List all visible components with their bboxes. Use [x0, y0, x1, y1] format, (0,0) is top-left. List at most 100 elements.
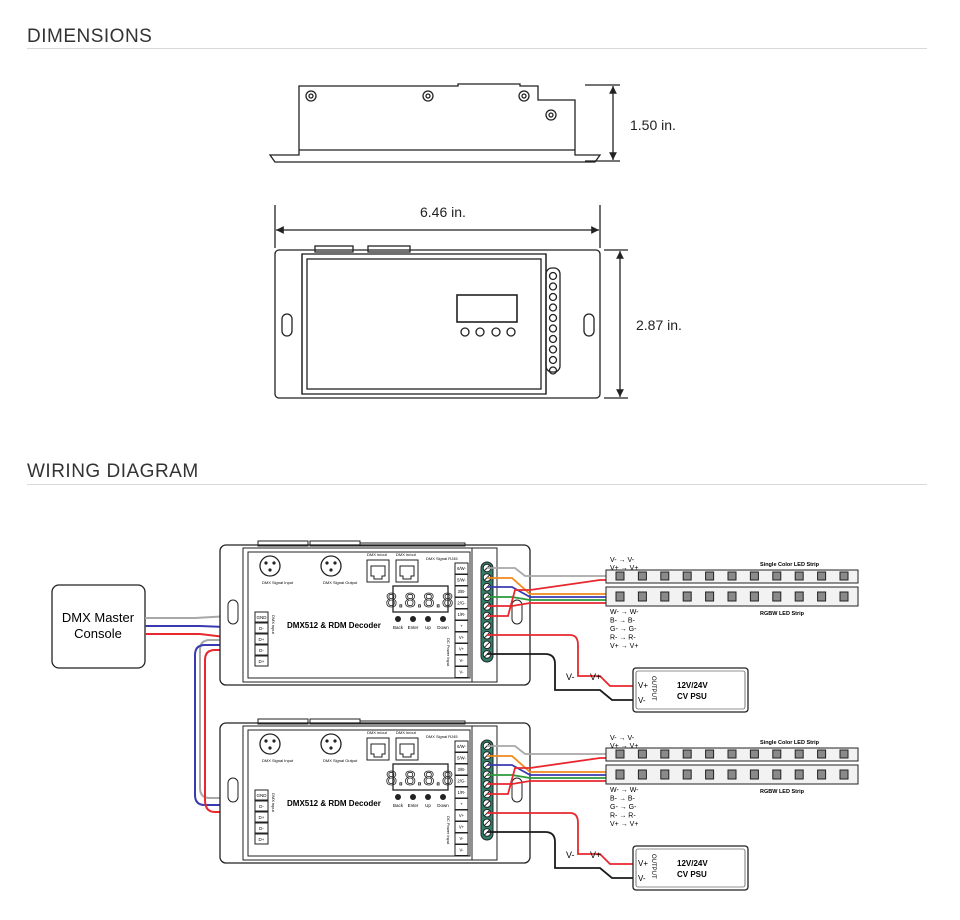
- section-divider: [27, 48, 927, 49]
- wire: [487, 602, 608, 607]
- led-chip: [794, 591, 804, 602]
- rj45-port: [366, 737, 390, 761]
- power-input-label: DC Power Input: [446, 816, 451, 845]
- rj45-label: DMX in/out: [367, 730, 388, 735]
- top-tab: [359, 542, 466, 547]
- wire: [487, 755, 608, 773]
- xlr-label: DMX Signal Input: [262, 758, 294, 763]
- decoder-title: DMX512 & RDM Decoder: [287, 621, 381, 630]
- output-terminal: [454, 844, 469, 856]
- terminal-screw-icon: [548, 282, 558, 291]
- button-label: Down: [437, 803, 449, 808]
- dmx-terminal: [254, 811, 269, 823]
- rj45-label: DMX in/out: [396, 552, 417, 557]
- single-strip-mapping: V+ → V+: [610, 743, 638, 750]
- rgbw-strip-mapping: R- → R-: [610, 813, 636, 820]
- led-chip: [705, 591, 715, 602]
- button-label: Enter: [408, 803, 419, 808]
- terminal-screw-icon: [548, 324, 558, 333]
- led-chip: [637, 591, 647, 602]
- output-terminal-label: 5/W-: [457, 756, 466, 761]
- psu-vminus-label: V-: [638, 874, 646, 883]
- rj45-note: DMX Signal RJ45: [426, 556, 458, 561]
- display-digits: 8.8.8.8: [386, 590, 454, 612]
- xlr-input-connector: [259, 733, 281, 755]
- led-chip: [794, 769, 804, 780]
- button-up: [425, 794, 431, 800]
- led-chip: [817, 591, 827, 602]
- led-chip: [615, 591, 625, 602]
- led-chip: [749, 591, 759, 602]
- xlr-output-connector: [320, 555, 342, 577]
- single-strip-name: Single Color LED Strip: [760, 740, 820, 746]
- output-terminal-label: V+: [459, 647, 465, 652]
- rgbw-strip-mapping: G- → G-: [610, 804, 637, 811]
- output-terminal-label: 5/W-: [457, 578, 466, 583]
- mounting-slot: [227, 599, 239, 625]
- led-chip: [772, 591, 782, 602]
- top-tab: [257, 540, 309, 547]
- led-chip: [615, 749, 625, 759]
- dmx-terminal-caption: DMX input: [271, 793, 276, 813]
- output-terminal-label: V-: [460, 836, 465, 841]
- mounting-slot: [511, 777, 523, 803]
- led-display: [392, 763, 449, 791]
- output-terminal-label: V+: [459, 825, 465, 830]
- led-chip: [660, 749, 670, 759]
- output-terminal-label: V-: [460, 670, 465, 675]
- screw-slot: [484, 622, 490, 629]
- led-chip: [772, 571, 782, 581]
- psu-wire-plus-label: V+: [590, 672, 601, 682]
- power-input-label: DC Power Input: [446, 638, 451, 667]
- output-terminal-label: 1/R-: [458, 612, 467, 617]
- rj45-label: DMX in/out: [367, 552, 388, 557]
- pin: [325, 739, 329, 743]
- top-tab: [257, 718, 309, 725]
- led-chip: [817, 571, 827, 581]
- output-terminal-label: 1/R-: [458, 790, 467, 795]
- led-chip: [615, 571, 625, 581]
- rgbw-strip-mapping: B- → B-: [610, 618, 636, 625]
- height-dimension-label: 1.50 in.: [630, 117, 676, 133]
- decoder-housing: [219, 722, 531, 864]
- wire: [487, 579, 608, 617]
- led-chip: [660, 591, 670, 602]
- led-chip: [839, 749, 849, 759]
- psu-output-label: OUTPUT: [650, 854, 656, 879]
- psu-vminus-label: V-: [638, 696, 646, 705]
- output-terminal-label: V-: [460, 848, 465, 853]
- wire: [487, 780, 608, 785]
- led-chip: [705, 749, 715, 759]
- psu-label-line1: 12V/24V: [677, 681, 708, 690]
- psu-vplus-label: V+: [638, 859, 648, 868]
- led-chip: [839, 591, 849, 602]
- led-chip: [682, 749, 692, 759]
- xlr-label: DMX Signal Output: [323, 758, 358, 763]
- wire: [487, 757, 608, 795]
- button-label: Down: [437, 625, 449, 630]
- psu-vplus-label: V+: [638, 681, 648, 690]
- pin: [272, 739, 276, 743]
- rj45-socket: [370, 565, 386, 580]
- wire: [487, 745, 608, 755]
- display-digits: 8.8.8.8: [386, 768, 454, 790]
- wire: [487, 577, 608, 595]
- terminal-screw-icon: [548, 313, 558, 323]
- button-down: [440, 616, 446, 622]
- led-display: [392, 585, 449, 613]
- terminal-screw-icon: [548, 303, 558, 312]
- dmx-terminal-label: D-: [259, 648, 264, 653]
- button-label: Back: [393, 625, 404, 630]
- output-terminal-label: 2/G-: [457, 779, 466, 784]
- led-chip: [749, 571, 759, 581]
- wire: [487, 586, 608, 598]
- led-chip: [839, 769, 849, 780]
- dmx-terminal: [254, 633, 269, 645]
- rgbw-strip-mapping: B- → B-: [610, 796, 636, 803]
- led-chip: [682, 571, 692, 581]
- decoder-panel-inner: [247, 729, 471, 857]
- led-chip: [682, 591, 692, 602]
- dmx-terminal-label: D+: [259, 659, 265, 664]
- screw-slot: [484, 800, 490, 807]
- decoder-unit-2: DMX Signal Input DMX Signal Output DMX in/…: [219, 718, 859, 891]
